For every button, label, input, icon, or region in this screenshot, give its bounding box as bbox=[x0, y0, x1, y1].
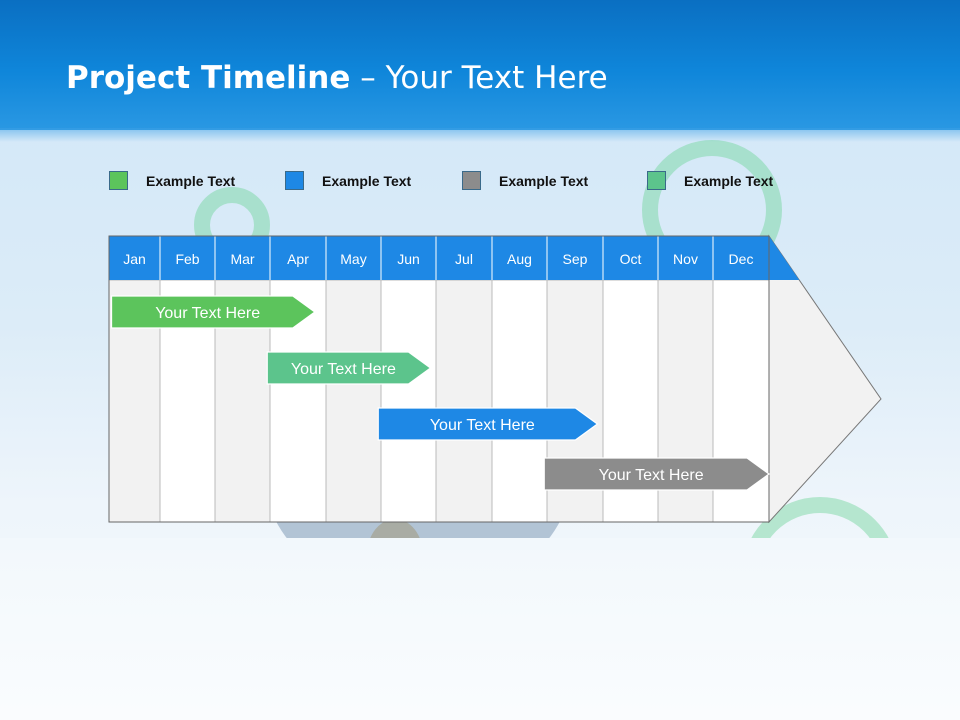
task-label-3: Your Text Here bbox=[430, 417, 535, 434]
task-label-2: Your Text Here bbox=[291, 361, 396, 378]
title-bold: Project Timeline bbox=[66, 60, 351, 96]
month-label-aug: Aug bbox=[507, 251, 532, 267]
month-label-jul: Jul bbox=[455, 251, 473, 267]
legend-label-3: Example Text bbox=[499, 173, 589, 189]
month-label-oct: Oct bbox=[620, 251, 642, 267]
month-label-apr: Apr bbox=[287, 251, 309, 267]
legend-swatch-1 bbox=[109, 171, 128, 190]
month-label-sep: Sep bbox=[563, 251, 588, 267]
floor-reflection bbox=[0, 538, 960, 720]
month-label-feb: Feb bbox=[175, 251, 199, 267]
month-column-aug bbox=[491, 279, 548, 523]
task-bar-4 bbox=[543, 457, 771, 491]
legend-label-1: Example Text bbox=[146, 173, 236, 189]
task-bar-2 bbox=[266, 351, 432, 385]
month-label-dec: Dec bbox=[729, 251, 754, 267]
month-column-jul bbox=[435, 279, 493, 523]
legend-swatch-4 bbox=[647, 171, 666, 190]
month-header-row bbox=[109, 236, 769, 280]
task-label-4: Your Text Here bbox=[599, 467, 704, 484]
month-label-may: May bbox=[340, 251, 366, 267]
legend-swatch-3 bbox=[462, 171, 481, 190]
legend-label-4: Example Text bbox=[684, 173, 774, 189]
month-label-jan: Jan bbox=[123, 251, 146, 267]
title-rest: – Your Text Here bbox=[350, 60, 608, 96]
month-label-mar: Mar bbox=[230, 251, 254, 267]
page-title: Project Timeline – Your Text Here bbox=[66, 60, 608, 96]
month-column-may bbox=[325, 279, 382, 523]
legend-label-2: Example Text bbox=[322, 173, 412, 189]
arrow-head-header bbox=[769, 236, 800, 280]
task-label-1: Your Text Here bbox=[155, 305, 260, 322]
timeline-frame bbox=[108, 235, 770, 523]
month-label-nov: Nov bbox=[673, 251, 698, 267]
month-label-jun: Jun bbox=[397, 251, 420, 267]
task-bar-1 bbox=[110, 295, 316, 329]
legend-swatch-2 bbox=[285, 171, 304, 190]
task-bar-3 bbox=[377, 407, 599, 441]
title-banner bbox=[0, 0, 960, 142]
month-column-jun bbox=[380, 279, 437, 523]
